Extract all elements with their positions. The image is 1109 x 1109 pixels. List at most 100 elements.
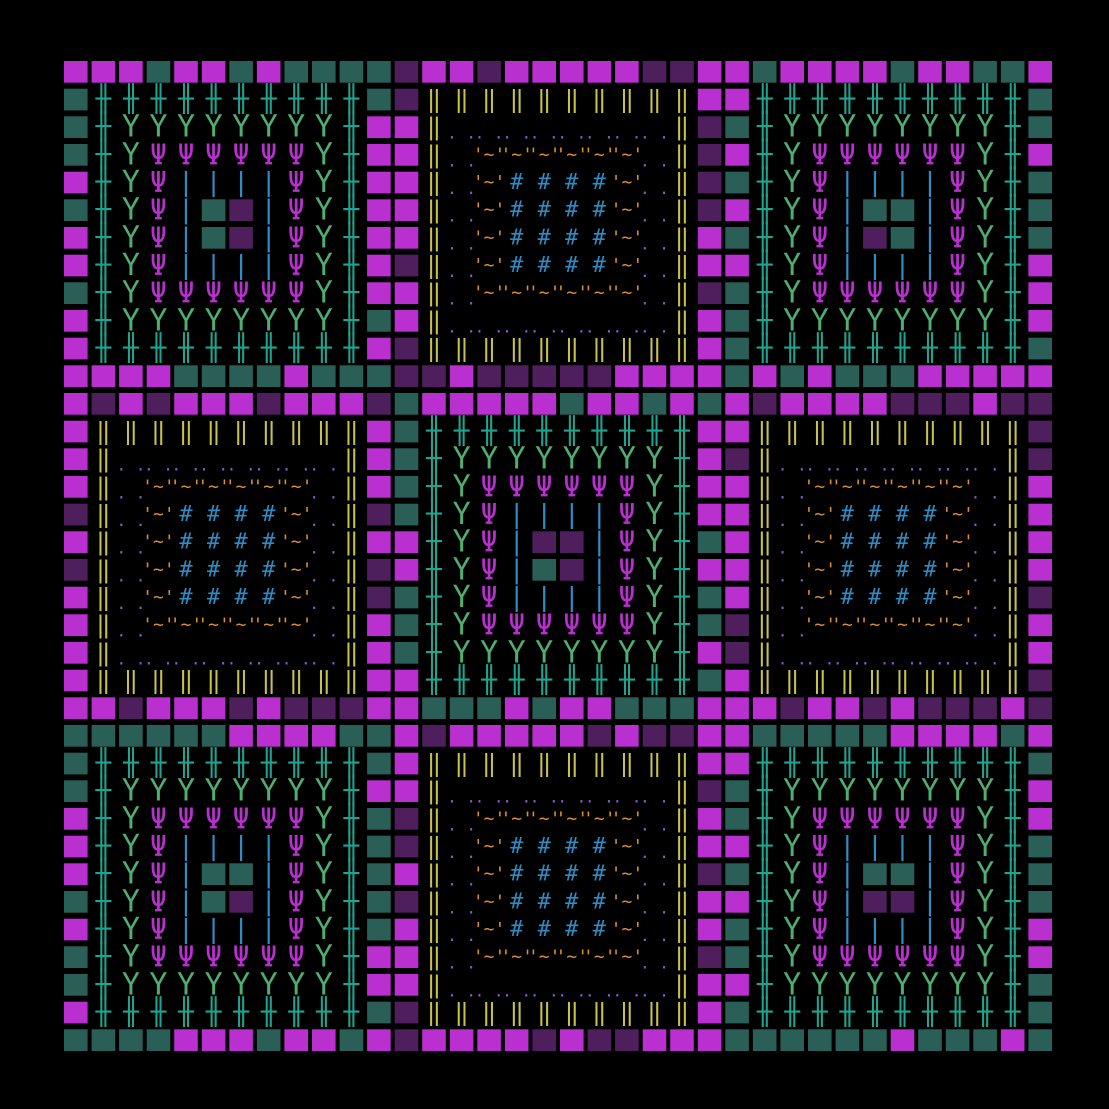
magenta-block-tile: [284, 365, 308, 387]
cross-glyph: ╫: [342, 968, 359, 1000]
magenta-block-tile: [367, 254, 391, 277]
dotted-teal-tile: [64, 282, 88, 304]
cross-glyph: ╫: [342, 83, 359, 115]
bar-glyph: ‖: [978, 418, 992, 446]
line-glyph: |: [261, 832, 277, 862]
dotted-teal-tile: [697, 614, 722, 636]
dotted-purple-tile: [1028, 420, 1052, 443]
trident-glyph: Ψ: [949, 941, 966, 974]
trident-glyph: Ψ: [260, 941, 277, 974]
dotted-teal-tile: [339, 365, 364, 387]
bar-glyph: ‖: [509, 750, 523, 778]
magenta-block-tile: [697, 476, 722, 498]
bar-glyph: ‖: [647, 335, 661, 363]
tilde-glyph: '~': [225, 476, 258, 497]
dots-glyph: . .: [282, 456, 311, 475]
fork-glyph: Y: [645, 497, 663, 532]
bar-glyph: ‖: [234, 418, 248, 446]
trident-glyph: Ψ: [563, 609, 580, 642]
magenta-block-tile: [697, 1001, 722, 1024]
dotted-purple-tile: [284, 697, 308, 719]
dots-glyph: . .: [612, 981, 641, 1000]
dotted-purple-tile: [532, 1029, 556, 1051]
dotted-teal-tile: [146, 725, 171, 747]
dotted-teal-tile: [670, 697, 694, 719]
dotted-purple-tile: [394, 88, 419, 111]
dotted-teal-tile: [615, 697, 639, 719]
hash-glyph: #: [262, 557, 276, 582]
bar-glyph: ‖: [427, 750, 441, 778]
dotted-teal-tile: [725, 780, 749, 802]
dotted-teal-tile: [284, 61, 308, 83]
magenta-block-tile: [587, 697, 612, 719]
magenta-block-tile: [64, 476, 88, 498]
magenta-block-tile: [725, 88, 749, 111]
cross-glyph: ╫: [342, 304, 359, 336]
dotted-teal-tile: [367, 310, 391, 332]
fork-glyph: Y: [976, 220, 994, 255]
magenta-block-tile: [146, 697, 171, 719]
bar-glyph: ‖: [675, 916, 689, 944]
fork-glyph: Y: [866, 110, 884, 145]
dotted-purple-tile: [394, 61, 419, 83]
fork-glyph: Y: [921, 967, 939, 1002]
bar-glyph: ‖: [96, 556, 110, 584]
dotted-teal-tile: [1028, 116, 1052, 138]
dotted-teal-tile: [1028, 227, 1052, 249]
bar-glyph: ‖: [868, 418, 882, 446]
fork-glyph: Y: [921, 110, 939, 145]
trident-glyph: Ψ: [894, 802, 911, 835]
magenta-block-tile: [725, 697, 749, 719]
trident-glyph: Ψ: [949, 194, 966, 227]
cross-glyph: ╫: [315, 996, 332, 1028]
dots-glyph: . .: [971, 456, 1000, 475]
hash-glyph: #: [565, 862, 579, 887]
magenta-block-tile: [560, 697, 584, 719]
fork-glyph: Y: [315, 276, 333, 311]
hash-glyph: #: [234, 502, 248, 527]
cross-glyph: ╫: [646, 664, 663, 696]
dots-glyph: . .: [309, 456, 338, 475]
magenta-block-tile: [64, 420, 88, 443]
tilde-glyph: '~': [473, 283, 506, 304]
dotted-purple-tile: [1028, 586, 1052, 609]
cross-glyph: ╫: [205, 83, 222, 115]
cross-glyph: ╫: [673, 608, 690, 640]
dots-glyph: . .: [447, 898, 476, 917]
trident-glyph: Ψ: [949, 277, 966, 310]
dotted-purple-tile: [560, 559, 584, 581]
dotted-teal-tile: [1028, 1029, 1052, 1051]
bar-glyph: ‖: [427, 169, 441, 197]
dotted-purple-tile: [422, 725, 446, 747]
line-glyph: |: [895, 168, 911, 198]
tilde-glyph: '~': [611, 919, 644, 940]
trident-glyph: Ψ: [150, 858, 167, 891]
fork-glyph: Y: [645, 608, 663, 643]
magenta-block-tile: [725, 199, 749, 221]
magenta-block-tile: [312, 725, 336, 747]
trident-glyph: Ψ: [260, 138, 277, 171]
cross-glyph: ╫: [673, 470, 690, 502]
trident-glyph: Ψ: [233, 941, 250, 974]
bar-glyph: ‖: [179, 667, 193, 695]
trident-glyph: Ψ: [922, 802, 939, 835]
dots-glyph: . .: [309, 649, 338, 668]
fork-glyph: Y: [122, 276, 140, 311]
fork-glyph: Y: [453, 635, 471, 670]
dots-glyph: . .: [447, 151, 476, 170]
dotted-teal-tile: [890, 199, 915, 221]
bar-glyph: ‖: [234, 667, 248, 695]
trident-glyph: Ψ: [260, 802, 277, 835]
magenta-block-tile: [504, 61, 529, 83]
cross-glyph: ╫: [563, 415, 580, 447]
bar-glyph: ‖: [592, 999, 606, 1027]
line-glyph: |: [233, 168, 249, 198]
magenta-block-tile: [394, 974, 419, 996]
magenta-block-tile: [256, 725, 281, 747]
trident-glyph: Ψ: [288, 858, 305, 891]
fork-glyph: Y: [783, 193, 801, 228]
dotted-teal-tile: [1000, 61, 1025, 83]
dotted-purple-tile: [890, 393, 915, 415]
cross-glyph: ╫: [342, 885, 359, 917]
trident-glyph: Ψ: [811, 885, 828, 918]
